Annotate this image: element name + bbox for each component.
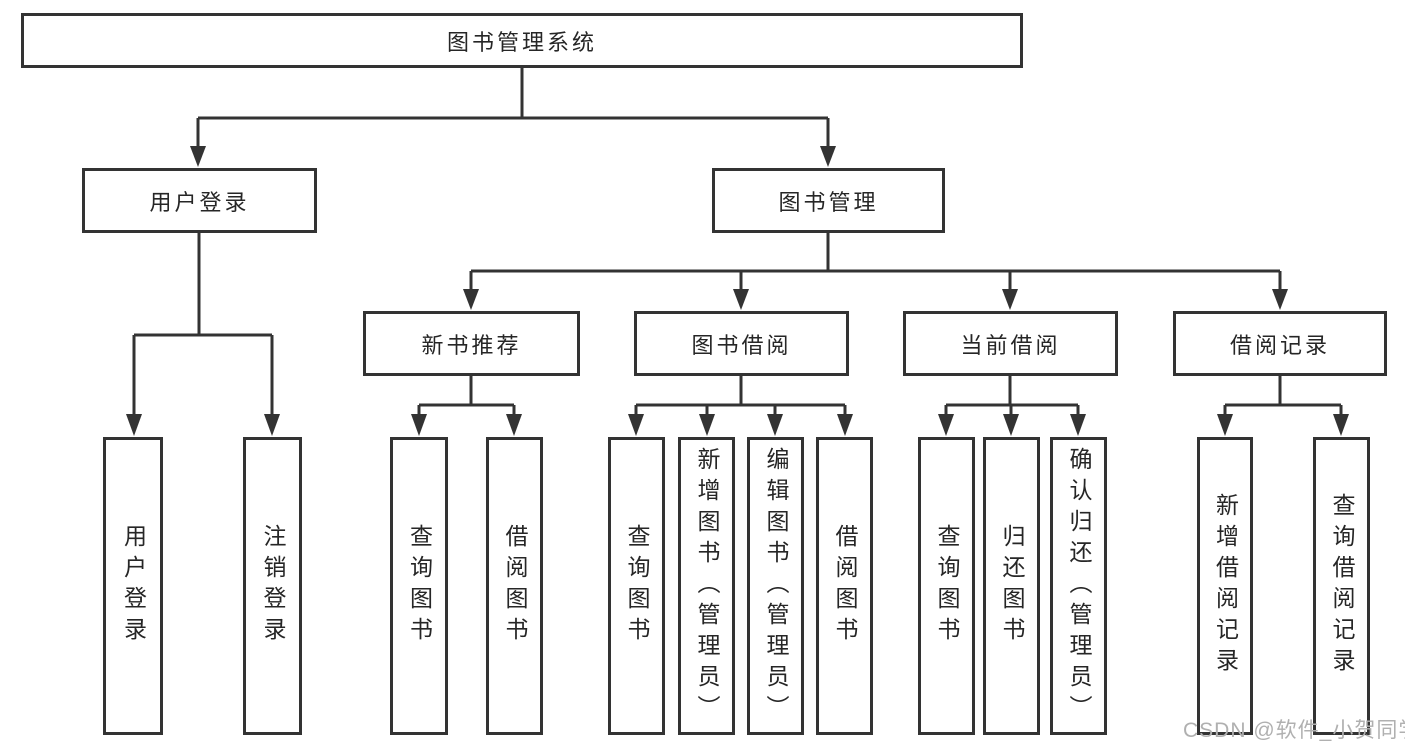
connector-root-level1 [196, 68, 830, 148]
node-borrowing-records-label: 借阅记录 [1229, 332, 1330, 358]
arrowhead-book-mgmt [820, 146, 836, 167]
node-book-borrowing-label: 图书借阅 [691, 332, 792, 358]
arrowhead-leaf-logout [264, 414, 280, 436]
arrowhead-book-borrow [733, 289, 749, 310]
node-current-borrowing: 当前借阅 [903, 311, 1118, 376]
node-book-management-label: 图书管理 [778, 189, 879, 215]
leaf-br-add-record: 新增借阅记录 [1197, 437, 1253, 735]
arrowhead-leaf-user-login [126, 414, 142, 436]
arrowhead-br-query [1333, 414, 1349, 436]
node-new-book-recommendation: 新书推荐 [363, 311, 580, 376]
leaf-bb-edit-books-admin: 编辑图书（管理员） [747, 437, 804, 735]
arrowhead-bb-query [628, 414, 644, 436]
leaf-bb-query-books-label: 查询图书 [624, 524, 650, 648]
node-new-book-recommendation-label: 新书推荐 [421, 332, 522, 358]
arrowhead-bb-add [699, 414, 715, 436]
arrowhead-bb-borrow [837, 414, 853, 436]
leaf-logout-label: 注销登录 [260, 524, 286, 648]
leaf-cb-query-books-label: 查询图书 [934, 524, 960, 648]
leaf-cb-return-books-label: 归还图书 [999, 524, 1025, 648]
arrowhead-cb-confirm [1070, 414, 1086, 436]
leaf-nbr-borrow-books-label: 借阅图书 [502, 524, 528, 648]
leaf-cb-query-books: 查询图书 [918, 437, 975, 735]
leaf-bb-borrow-books-label: 借阅图书 [832, 524, 858, 648]
node-user-login-label: 用户登录 [149, 189, 250, 215]
leaf-bb-add-books-admin: 新增图书（管理员） [678, 437, 735, 735]
leaf-nbr-query-books-label: 查询图书 [406, 524, 433, 648]
leaf-logout: 注销登录 [243, 437, 302, 735]
node-user-login: 用户登录 [82, 168, 317, 233]
watermark: CSDN @软件_小贺同学 [1183, 719, 1405, 742]
arrowhead-nbr-query [411, 414, 427, 436]
leaf-bb-query-books: 查询图书 [608, 437, 665, 735]
leaf-cb-confirm-return-admin-label: 确认归还（管理员） [1066, 446, 1092, 726]
leaf-user-login: 用户登录 [103, 437, 163, 735]
arrowhead-br-add [1217, 414, 1233, 436]
connector-borrow-records-children [1223, 376, 1343, 417]
leaf-nbr-query-books: 查询图书 [390, 437, 448, 735]
arrowhead-nbr-borrow [506, 414, 522, 436]
node-book-borrowing: 图书借阅 [634, 311, 849, 376]
leaf-bb-borrow-books: 借阅图书 [816, 437, 873, 735]
arrowhead-new-book [463, 289, 479, 310]
arrowhead-current-borrow [1002, 289, 1018, 310]
leaf-bb-edit-books-admin-label: 编辑图书（管理员） [763, 446, 789, 726]
arrowhead-cb-return [1003, 414, 1019, 436]
leaf-br-add-record-label: 新增借阅记录 [1212, 493, 1239, 679]
arrowhead-cb-query [938, 414, 954, 436]
leaf-nbr-borrow-books: 借阅图书 [486, 437, 543, 735]
leaf-cb-return-books: 归还图书 [983, 437, 1040, 735]
connector-level2 [469, 233, 1282, 291]
connector-book-borrow-children [634, 376, 847, 417]
connector-current-borrow-children [944, 376, 1080, 417]
node-root: 图书管理系统 [21, 13, 1023, 68]
connector-user-login-children [132, 233, 274, 417]
leaf-user-login-label: 用户登录 [120, 524, 147, 648]
arrowhead-bb-edit [767, 414, 783, 436]
node-book-management: 图书管理 [712, 168, 945, 233]
leaf-bb-add-books-admin-label: 新增图书（管理员） [694, 446, 720, 726]
leaf-br-query-record-label: 查询借阅记录 [1329, 493, 1355, 679]
node-borrowing-records: 借阅记录 [1173, 311, 1387, 376]
arrowhead-user-login [190, 146, 206, 167]
leaf-cb-confirm-return-admin: 确认归还（管理员） [1050, 437, 1107, 735]
connector-new-book-children [417, 376, 516, 417]
leaf-br-query-record: 查询借阅记录 [1313, 437, 1370, 735]
node-root-label: 图书管理系统 [446, 29, 597, 55]
node-current-borrowing-label: 当前借阅 [960, 332, 1061, 358]
arrowhead-borrow-records [1272, 289, 1288, 310]
